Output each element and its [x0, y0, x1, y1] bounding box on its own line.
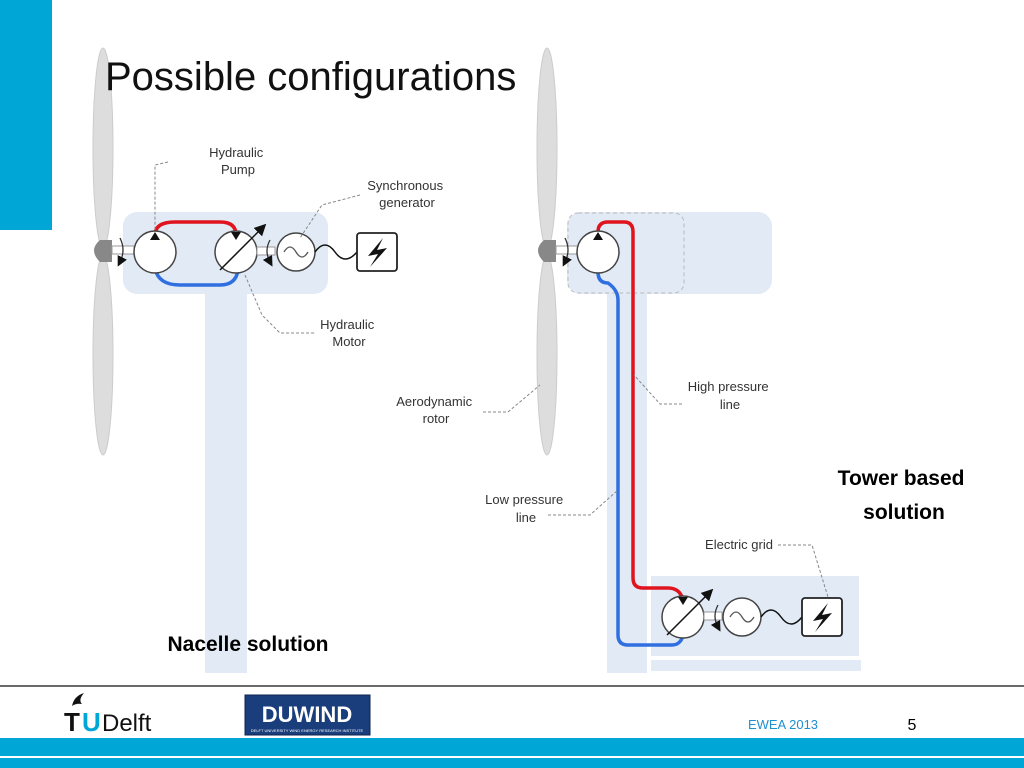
svg-text:DUWIND: DUWIND: [262, 702, 352, 727]
tower-hydraulic-pump-icon: [576, 230, 620, 274]
label-high-pressure-line: High pressure line: [688, 379, 773, 412]
tower-high-pressure-line: [596, 220, 685, 601]
svg-text:Delft: Delft: [102, 710, 152, 737]
label-low-pressure-line: Low pressure line: [485, 492, 567, 525]
ground-base: [651, 660, 861, 671]
tower-rotor-blade-bottom: [536, 254, 558, 456]
hydraulic-pump-icon: [133, 230, 177, 274]
tudelft-flame-icon: [72, 693, 84, 706]
tower-rotor-hub-icon: [538, 240, 556, 262]
tudelft-logo: T U Delft: [64, 693, 152, 737]
svg-text:T: T: [64, 707, 80, 737]
tower-configuration: Aerodynamic rotor High pressure line Low…: [396, 47, 971, 673]
label-electric-grid: Electric grid: [705, 537, 773, 552]
footer-event: EWEA 2013: [748, 717, 818, 732]
rotor-hub-icon: [94, 240, 112, 262]
label-aerodynamic-rotor: Aerodynamic rotor: [396, 394, 476, 426]
nacelle-high-pressure-line: [153, 220, 238, 236]
svg-text:U: U: [82, 707, 101, 737]
tower-rotor-blade-top: [536, 47, 558, 249]
page-number: 5: [908, 717, 917, 734]
label-hydraulic-pump: Hydraulic Pump: [209, 145, 267, 177]
svg-text:DELFT UNIVERSITY WIND ENERGY R: DELFT UNIVERSITY WIND ENERGY RESEARCH IN…: [251, 728, 364, 733]
bottom-accent-band: [0, 738, 1024, 756]
nacelle-tower: [205, 285, 247, 673]
tower-nacelle-housing: [567, 212, 772, 294]
accent-bar: [0, 0, 52, 230]
caption-nacelle-solution: Nacelle solution: [167, 633, 328, 656]
caption-tower-based-solution: Tower based solution: [838, 467, 971, 524]
duwind-logo: DUWIND DELFT UNIVERSITY WIND ENERGY RESE…: [244, 694, 371, 736]
label-hydraulic-motor: Hydraulic Motor: [320, 317, 378, 349]
rotor-blade-bottom: [92, 254, 114, 456]
slide-title: Possible configurations: [105, 55, 517, 99]
nacelle-low-pressure-line: [153, 267, 240, 287]
label-synchronous-generator: Synchronous generator: [367, 178, 447, 210]
tower-structure: [607, 285, 647, 673]
nacelle-configuration: Hydraulic Pump Synchronous generator Hyd…: [92, 47, 447, 673]
tower-low-pressure-line: [596, 271, 685, 647]
